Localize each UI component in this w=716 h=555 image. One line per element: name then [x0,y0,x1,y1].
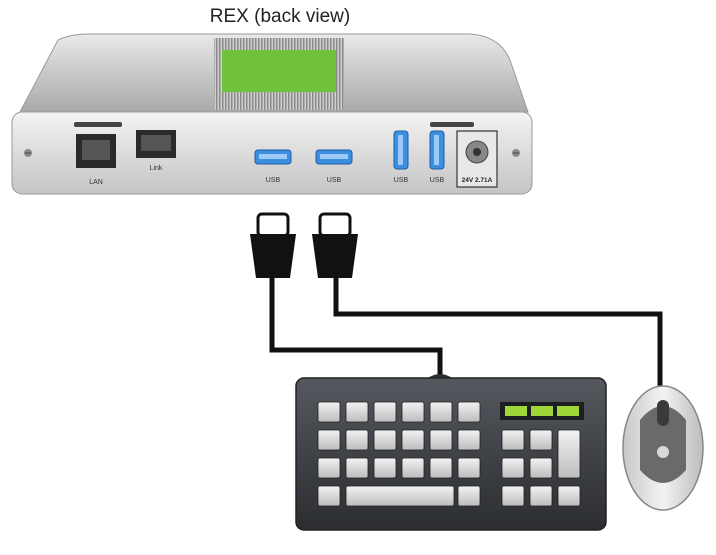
port-label-usb-2: USB [327,177,342,184]
keyboard-key [501,457,525,479]
keyboard-key [529,457,553,479]
power-jack-icon [456,130,498,188]
keyboard-key [401,429,425,451]
keyboard-cable [269,276,443,378]
keyboard-key [429,457,453,479]
keyboard-key [529,485,553,507]
keyboard-key [429,429,453,451]
keyboard-key [501,485,525,507]
port-label-link: Link [150,165,163,172]
keyboard-key [557,429,581,479]
heatsink-display [222,50,336,92]
keyboard-key [317,429,341,451]
mouse-cable [333,276,663,392]
usb-port-icon [315,149,353,165]
usb-cables [269,276,663,392]
keyboard-key [457,401,481,423]
screw-icon [512,149,520,157]
port-label-usb-3: USB [394,177,409,184]
keyboard-key [457,429,481,451]
usb-plug-icon [312,212,358,278]
rj45-port-icon [76,134,116,168]
keyboard-key [501,429,525,451]
keyboard-icon [295,374,607,531]
keyboard-key [373,429,397,451]
keyboard-key [345,401,369,423]
usb-port-icon [254,149,292,165]
rex-device: LAN Link USB USB U [11,33,533,195]
port-label-lan: LAN [89,179,103,186]
usb-plug-icon [250,212,296,278]
keyboard-key [317,485,341,507]
keyboard-key [457,457,481,479]
keyboard-key [457,485,481,507]
keyboard-key [557,485,581,507]
keyboard-key [317,457,341,479]
mouse-icon [622,385,704,511]
keyboard-key [345,485,455,507]
keyboard-key [429,401,453,423]
diagram-title: REX (back view) [209,6,351,27]
rj45-port-icon [136,130,176,158]
usb-port-icon [429,130,445,170]
screw-icon [24,149,32,157]
port-label-usb-1: USB [266,177,281,184]
keyboard-key [373,401,397,423]
keyboard-key [345,429,369,451]
keyboard-key [401,401,425,423]
keyboard-key [529,429,553,451]
keyboard-led [505,406,527,416]
keyboard-key [345,457,369,479]
keyboard-key [373,457,397,479]
port-label-power: 24V 2.71A [462,177,493,184]
port-label-usb-4: USB [430,177,445,184]
keyboard-led [557,406,579,416]
keyboard-key [317,401,341,423]
keyboard-key [401,457,425,479]
usb-port-icon [393,130,409,170]
keyboard-led [531,406,553,416]
